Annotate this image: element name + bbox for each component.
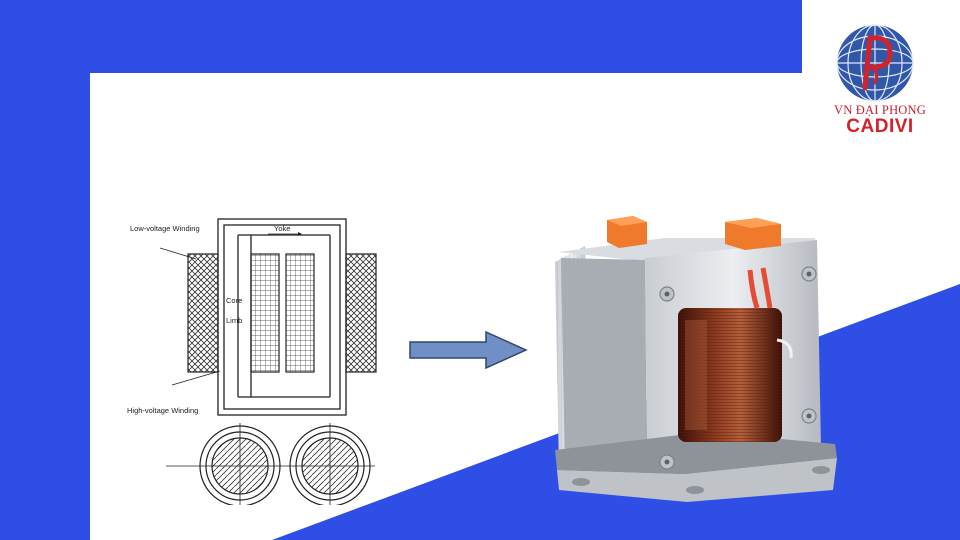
right-arrow-icon [409,330,528,370]
limb-label: Limb [226,316,242,325]
high-voltage-winding [250,253,315,373]
yoke-label: Yoke [274,224,290,233]
core-label: Core [226,296,242,305]
cross-section-view [166,423,375,505]
transformer-photo [555,216,837,502]
high-voltage-label: High-voltage Winding [127,406,198,415]
low-voltage-winding [187,253,377,373]
transformer-diagram: Low-voltage Winding Yoke Core Limb High-… [127,218,377,505]
company-logo: VN ĐẠI PHONG CADIVI [828,20,932,137]
logo-bottom-text: CADIVI [846,116,914,137]
low-voltage-label: Low-voltage Winding [130,224,200,233]
globe-logo-icon [836,24,914,102]
logo-top-text: VN ĐẠI PHONG [834,103,926,117]
